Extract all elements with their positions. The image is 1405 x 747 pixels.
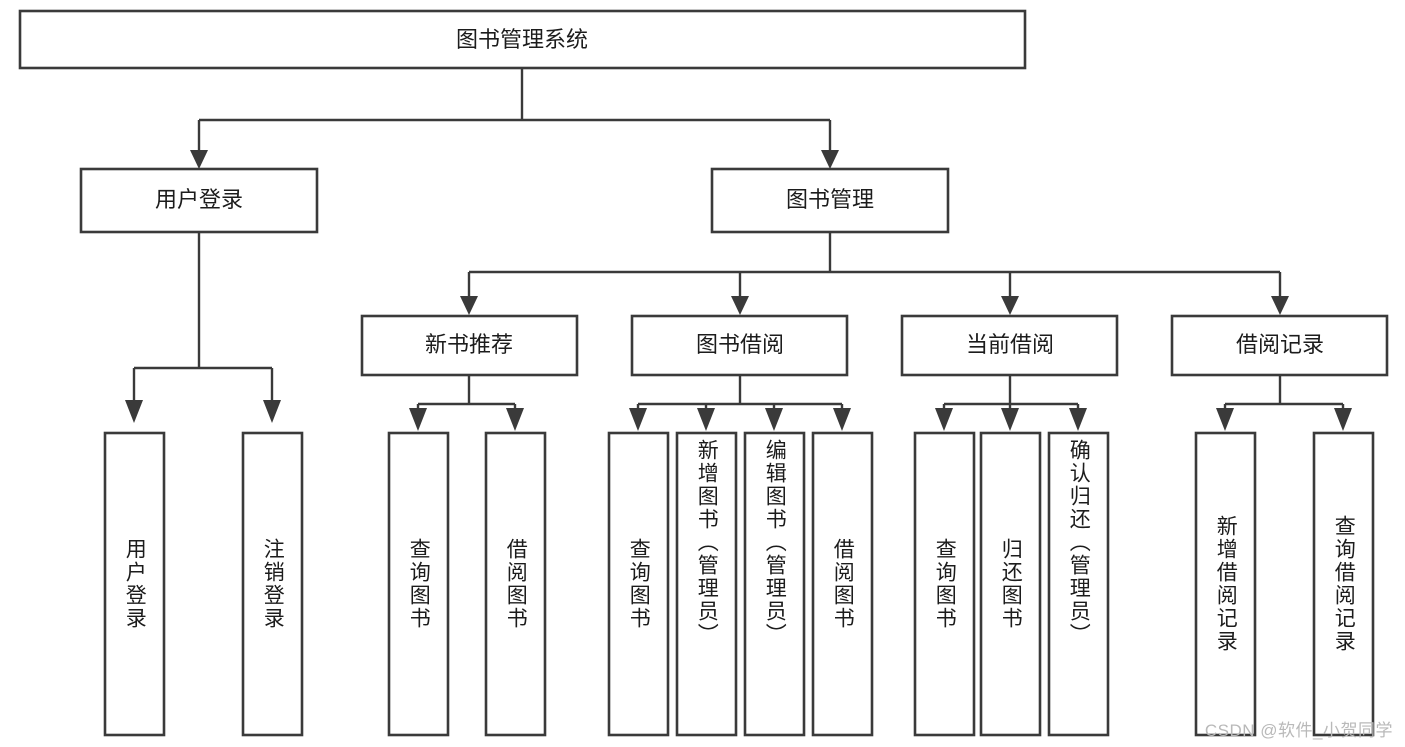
node-user-login-box[interactable] [79,167,319,234]
arrowhead-borrow-leaf4-icon [833,408,851,431]
arrowhead-current-leaf1-icon [935,408,953,431]
arrowhead-newbooks-leaf2-icon [506,408,524,431]
leaf-box-query-book-borrow[interactable] [607,431,670,737]
connector-group-newbooks [409,375,524,431]
node-borrow-records-box[interactable] [1170,314,1389,377]
node-new-book-recommend[interactable]: 新书推荐 [360,314,579,377]
node-user-login-label: 用户登录 [155,187,243,212]
connector-group-borrow [629,375,851,431]
leaf-box-return-book[interactable] [979,431,1042,737]
node-book-borrow-box[interactable] [630,314,849,377]
node-borrow-records-label: 借阅记录 [1236,332,1324,357]
leaf-box-logout[interactable] [241,431,304,737]
connector-group-bookmgmt [460,232,1289,315]
leaf-box-confirm-return-admin[interactable] [1047,431,1110,737]
connector-group-current [935,375,1087,431]
connector-group-root [190,68,839,169]
arrowhead-borrow-leaf1-icon [629,408,647,431]
arrowhead-newbooks-leaf1-icon [409,408,427,431]
node-current-borrow[interactable]: 当前借阅 [900,314,1119,377]
node-current-borrow-label: 当前借阅 [966,332,1054,357]
leaf-box-edit-book-admin[interactable] [743,431,806,737]
node-new-book-recommend-label: 新书推荐 [425,332,513,357]
node-book-management-label: 图书管理 [786,187,874,212]
leaf-box-borrow-book-newbooks[interactable] [484,431,547,737]
node-book-borrow[interactable]: 图书借阅 [630,314,849,377]
node-user-login[interactable]: 用户登录 [79,167,319,234]
node-root[interactable]: 图书管理系统 [18,9,1027,70]
node-book-management-box[interactable] [710,167,950,234]
connector-group-records [1216,375,1352,431]
node-borrow-records[interactable]: 借阅记录 [1170,314,1389,377]
leaf-box-query-borrow-record[interactable] [1312,431,1375,737]
leaf-box-user-login[interactable] [103,431,166,737]
arrowhead-borrow-leaf3-icon [765,408,783,431]
arrowhead-records-leaf1-icon [1216,408,1234,431]
arrowhead-root-to-login-icon [190,150,208,169]
leaf-box-borrow-book[interactable] [811,431,874,737]
arrowhead-current-leaf2-icon [1001,408,1019,431]
arrowhead-root-to-bookmgmt-icon [821,150,839,169]
arrowhead-current-icon [1001,296,1019,315]
node-root-label: 图书管理系统 [456,27,588,52]
leaf-box-query-book-newbooks[interactable] [387,431,450,737]
arrowhead-newbooks-icon [460,296,478,315]
node-book-management[interactable]: 图书管理 [710,167,950,234]
node-new-book-recommend-box[interactable] [360,314,579,377]
node-book-borrow-label: 图书借阅 [696,332,784,357]
arrowhead-current-leaf3-icon [1069,408,1087,431]
leaf-box-add-borrow-record[interactable] [1194,431,1257,737]
connector-group-login [125,232,281,423]
arrowhead-login-leaf1-icon [125,400,143,423]
arrowhead-records-icon [1271,296,1289,315]
arrowhead-borrow-leaf2-icon [697,408,715,431]
arrowhead-borrow-icon [731,296,749,315]
leaf-box-query-book-current[interactable] [913,431,976,737]
arrowhead-records-leaf2-icon [1334,408,1352,431]
watermark-text: CSDN @软件_小贺同学 [1204,721,1393,740]
node-root-box[interactable] [18,9,1027,70]
node-current-borrow-box[interactable] [900,314,1119,377]
arrowhead-login-leaf2-icon [263,400,281,423]
leaf-box-add-book-admin[interactable] [675,431,738,737]
